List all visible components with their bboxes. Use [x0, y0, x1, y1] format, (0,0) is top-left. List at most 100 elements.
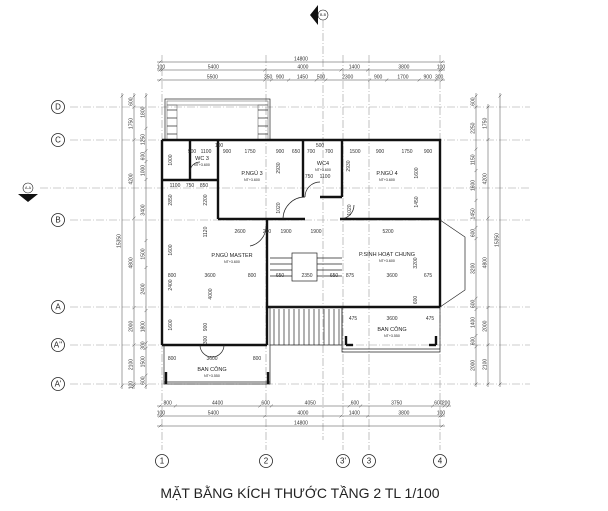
interior-dim-label: 300	[203, 336, 209, 345]
door-wc3	[189, 161, 201, 173]
svg-text:A'': A''	[54, 341, 63, 350]
dim-tick	[258, 404, 262, 408]
dim-label: 2000	[483, 320, 489, 331]
svg-text:A': A'	[55, 380, 62, 389]
dim-label: 14800	[294, 421, 308, 427]
dim-label: 1600	[471, 180, 477, 191]
interior-dim-label: 2400	[168, 279, 174, 290]
dim-tick	[440, 68, 444, 72]
dim-tick	[132, 138, 136, 142]
interior-dim-label: 1120	[203, 226, 209, 237]
interior-dim-label: 650	[276, 273, 285, 279]
top-balcony	[164, 98, 271, 141]
dim-tick	[144, 341, 148, 345]
interior-dim-label: 700	[307, 149, 316, 155]
dim-tick	[385, 78, 389, 82]
dim-tick	[144, 265, 148, 270]
interior-dim-label: 875	[346, 273, 355, 279]
dim-tick	[358, 404, 363, 408]
dim-tick	[446, 404, 450, 408]
dim-label: 2400	[141, 283, 147, 294]
dim-label: 500	[317, 75, 326, 81]
interior-dim-label: 650	[292, 149, 301, 155]
interior-dim-label: 3600	[386, 273, 397, 279]
dim-left-detail: 1800125060010003400150024001800300150060…	[141, 93, 148, 389]
doors	[189, 161, 355, 358]
interior-dim-label: 900	[376, 149, 385, 155]
grid-bubble-B: B	[51, 213, 65, 227]
interior-dim-label: 1100	[170, 183, 181, 189]
interior-dim-label: 800	[168, 356, 177, 362]
dim-tick	[474, 307, 478, 312]
section-mark-b: B-B	[310, 5, 329, 25]
dim-label: 900	[276, 75, 285, 81]
dim-label: 2250	[471, 122, 477, 133]
dim-label: 100	[129, 381, 135, 390]
interior-dim-label: 1600	[168, 319, 174, 330]
level-balcony-left: NT+3.550	[204, 374, 220, 378]
dim-label: 2000	[471, 360, 477, 371]
level-living: NT+3.600	[379, 259, 395, 263]
dim-tick	[144, 238, 148, 243]
grid-lines	[40, 20, 530, 450]
dim-tick	[144, 346, 148, 350]
interior-dim-label: 1600	[414, 167, 420, 178]
dim-tick	[474, 198, 478, 203]
level-ngu4: NT+3.600	[379, 178, 395, 182]
svg-text:A-A: A-A	[25, 186, 32, 190]
dim-label: 1800	[141, 106, 147, 117]
interior-dim-label: 650	[330, 273, 339, 279]
interior-dim-label: 1500	[349, 149, 360, 155]
svg-text:1: 1	[160, 457, 165, 466]
door-master	[249, 225, 267, 247]
dim-tick	[120, 94, 124, 98]
dim-tick	[263, 68, 267, 72]
interior-dim-label: 1020	[276, 202, 282, 213]
dim-label: 3200	[471, 263, 477, 274]
svg-text:2: 2	[264, 457, 269, 466]
dim-tick	[474, 94, 478, 98]
dim-tick	[486, 305, 490, 310]
room-ngu3: P.NGỦ 3	[241, 170, 262, 177]
dim-tick	[144, 373, 148, 377]
dim-tick	[158, 404, 162, 408]
grid-bubble-1: 1	[155, 454, 169, 468]
room-labels: WC 3 NT+3.600 WC4 NT+3.600 P.NGỦ 3 NT+3.…	[194, 156, 415, 378]
interior-dim-label: 4000	[208, 288, 214, 299]
dim-label: 600	[261, 401, 270, 407]
dim-label: 600	[351, 401, 360, 407]
dim-tick	[120, 384, 124, 388]
interior-dim-label: 1020	[347, 204, 353, 215]
dim-tick	[440, 414, 444, 418]
interior-dim-label: 1600	[168, 244, 174, 255]
dim-label: 2300	[342, 75, 353, 81]
dim-label: 1400	[349, 411, 360, 417]
interior-dim-label: 800	[248, 273, 257, 279]
dim-tick	[144, 384, 148, 388]
dim-label: 1400	[349, 65, 360, 71]
level-balcony-right: NT+3.550	[384, 334, 400, 338]
interior-dim-label: 1000	[168, 154, 174, 165]
dim-tick	[173, 404, 178, 408]
dim-label: 1500	[141, 248, 147, 259]
dim-label: 1500	[141, 356, 147, 367]
dim-tick	[498, 382, 502, 386]
interior-dim-label: 900	[188, 149, 197, 155]
interior-dim-label: 1450	[414, 196, 420, 207]
dim-label: 5400	[208, 411, 219, 417]
svg-text:3: 3	[367, 457, 372, 466]
room-wc4: WC4	[317, 161, 329, 167]
interior-dim-label: 2350	[301, 273, 312, 279]
door-ngu4	[339, 204, 355, 220]
dim-label: 3800	[398, 411, 409, 417]
interior-dim-label: 3600	[386, 316, 397, 322]
dim-tick	[474, 168, 478, 173]
dim-label: 4000	[297, 411, 308, 417]
dim-tick	[314, 78, 318, 82]
dim-label: 1450	[471, 208, 477, 219]
dim-tick	[474, 345, 478, 349]
